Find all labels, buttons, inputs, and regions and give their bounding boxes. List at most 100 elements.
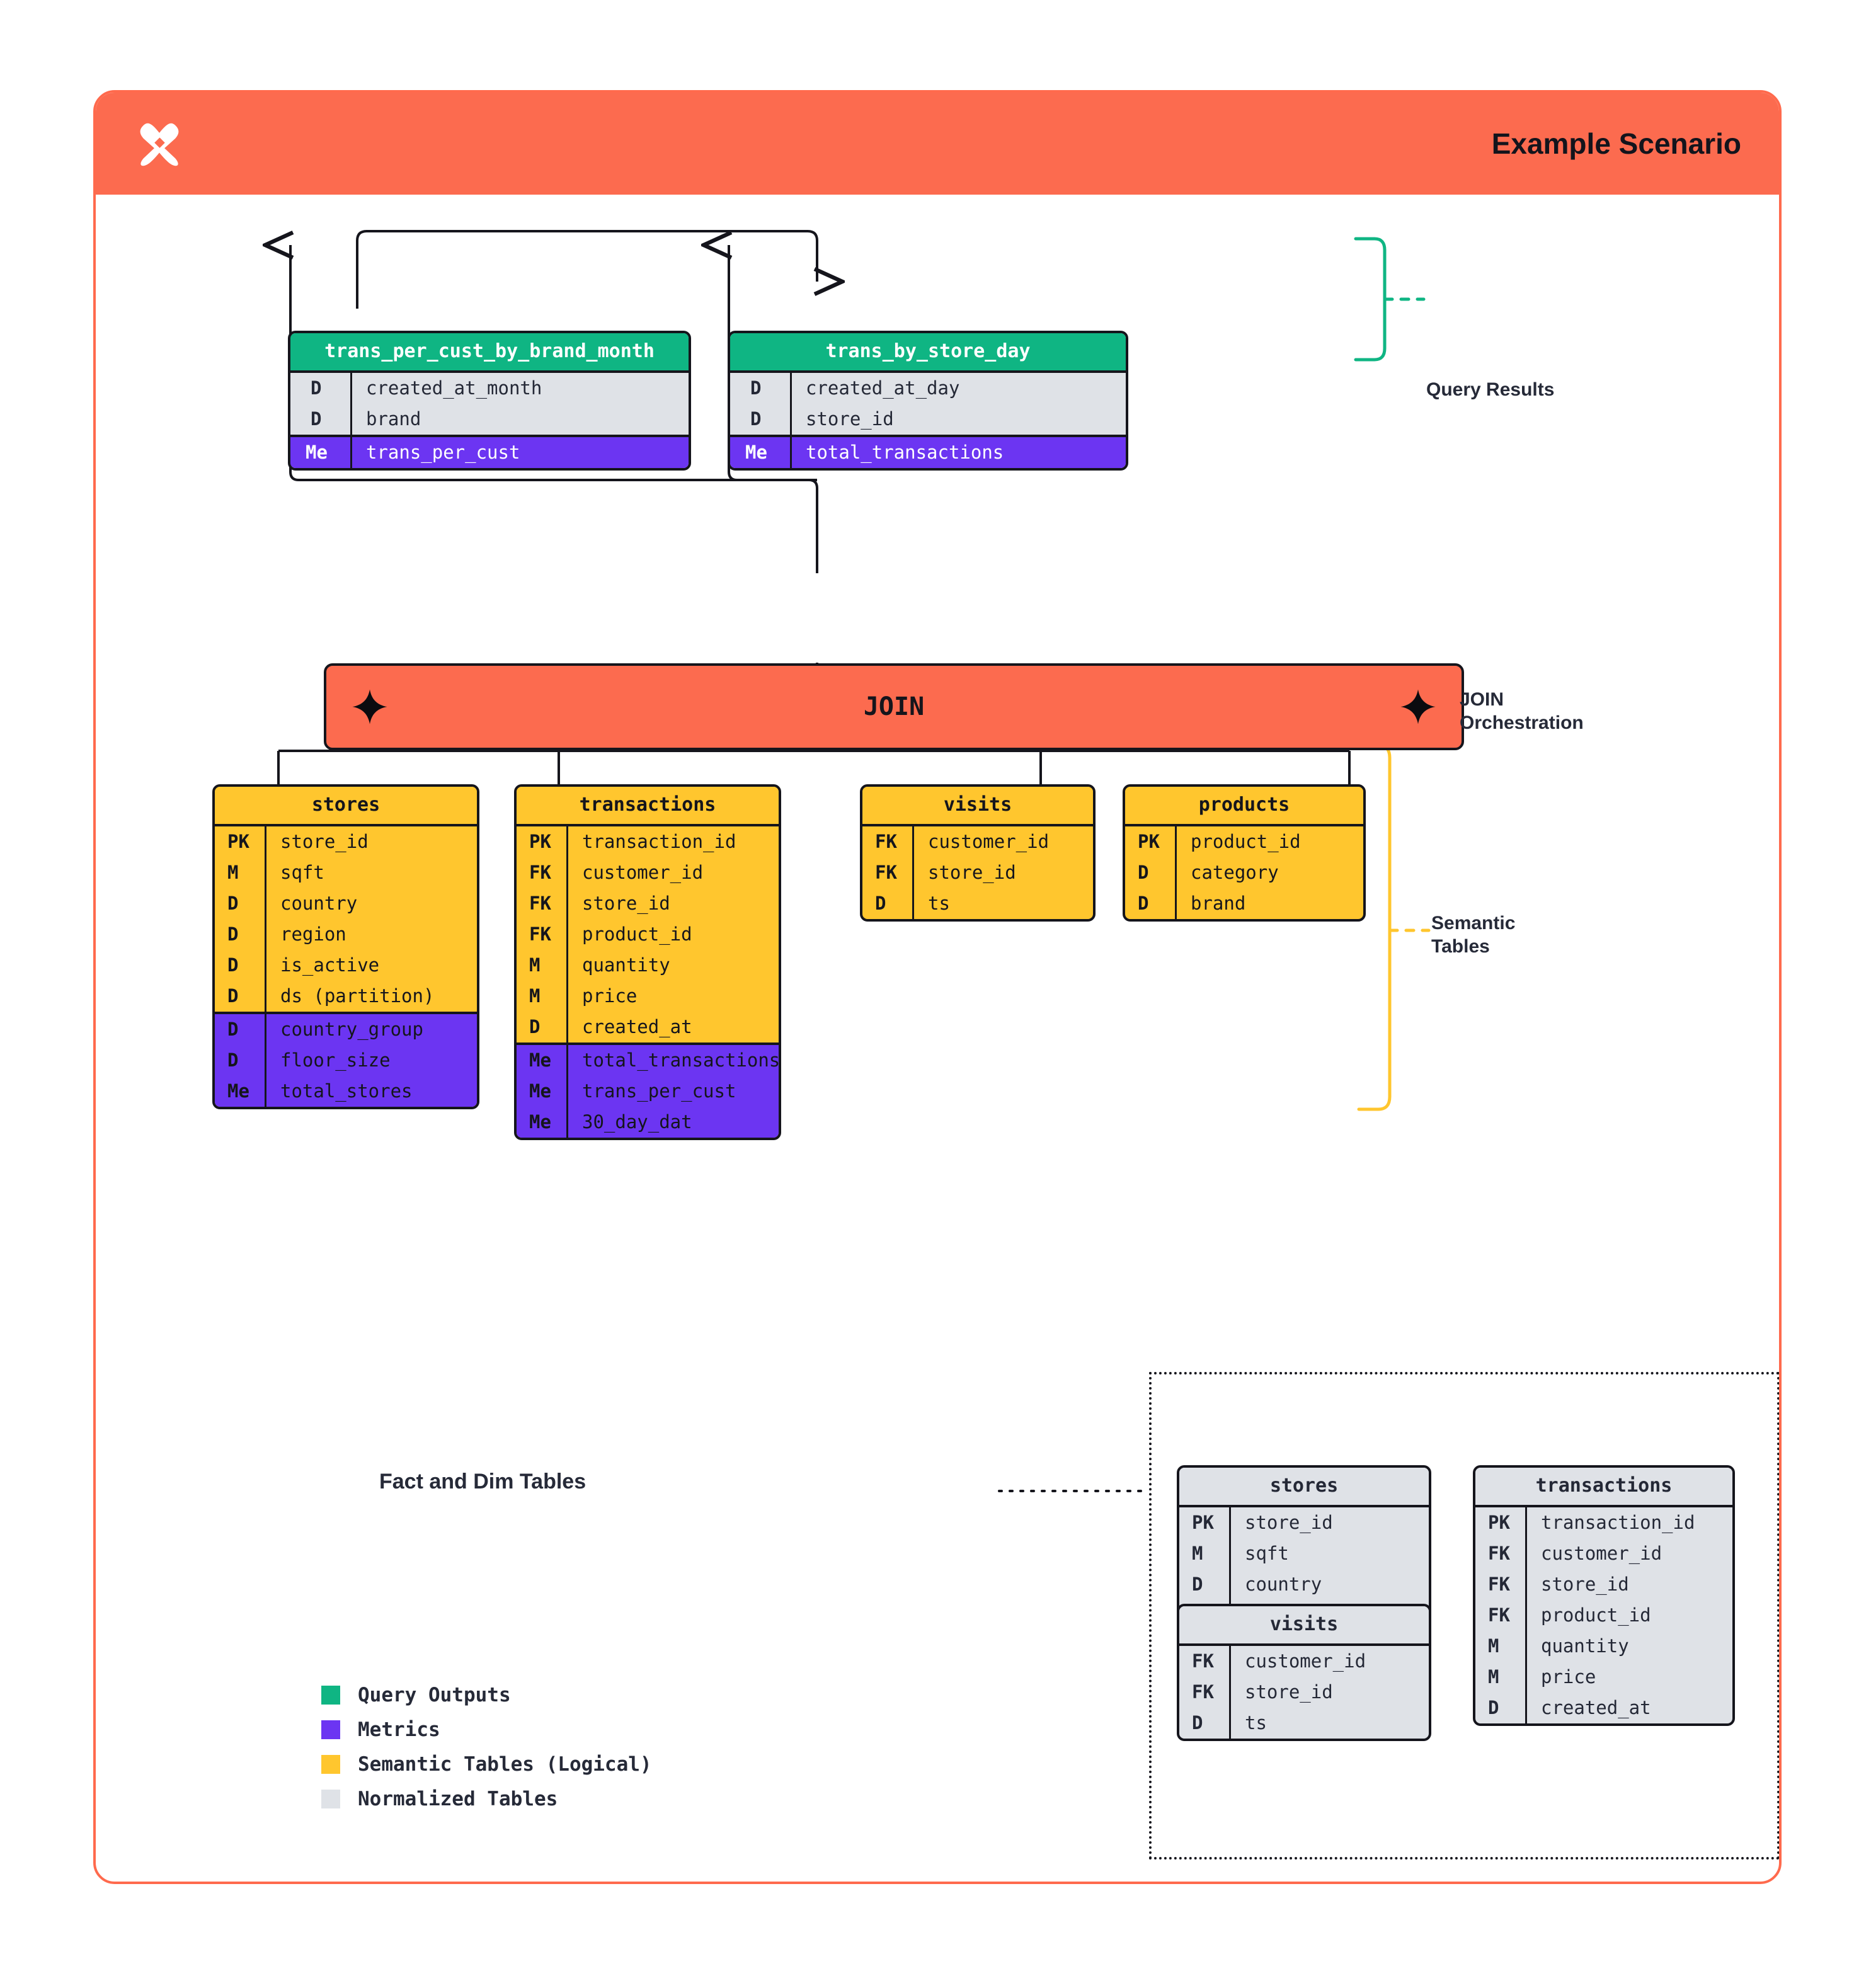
table-row: PK product_id — [1125, 826, 1363, 857]
legend-label: Normalized Tables — [358, 1787, 558, 1810]
column-kind: M — [1475, 1662, 1527, 1693]
table-row: Me total_transactions — [730, 437, 1126, 468]
column-name: store_id — [928, 862, 1016, 883]
column-kind: D — [517, 1012, 568, 1043]
legend-label: Semantic Tables (Logical) — [358, 1752, 652, 1776]
column-name: total_transactions — [582, 1049, 781, 1071]
semantic-tables-annotation: Semantic Tables — [1431, 911, 1515, 958]
column-kind: FK — [1179, 1677, 1231, 1708]
table-title: transactions — [517, 787, 779, 824]
column-kind: M — [1475, 1631, 1527, 1662]
column-kind: D — [1125, 857, 1177, 888]
column-name: store_id — [1541, 1574, 1629, 1595]
column-name: sqft — [280, 862, 324, 883]
column-name: store_id — [582, 893, 670, 914]
fact-dim-tables-annotation: Fact and Dim Tables — [379, 1470, 586, 1494]
column-kind: FK — [1475, 1600, 1527, 1631]
table-title: visits — [862, 787, 1093, 824]
query-results-annotation: Query Results — [1426, 379, 1555, 400]
column-name: 30_day_dat — [582, 1111, 692, 1133]
join-orchestration-bar[interactable]: JOIN — [324, 663, 1464, 750]
legend-swatch-semantic-tables — [321, 1755, 340, 1774]
table-row: FK store_id — [517, 888, 779, 919]
legend-swatch-query-outputs — [321, 1686, 340, 1705]
column-kind: D — [290, 404, 352, 435]
column-kind: D — [730, 404, 792, 435]
dimension-section: D created_at_day D store_id — [730, 370, 1126, 435]
column-name: ds (partition) — [280, 985, 435, 1007]
table-row: D created_at_day — [730, 373, 1126, 404]
column-kind: D — [1179, 1569, 1231, 1600]
column-name: store_id — [1245, 1681, 1333, 1703]
column-name: total_stores — [280, 1080, 413, 1102]
column-kind: PK — [1179, 1507, 1231, 1538]
semantic-annotation-line1: Semantic — [1431, 913, 1516, 934]
column-kind: M — [215, 857, 266, 888]
join-orchestration-annotation: JOIN Orchestration — [1460, 688, 1584, 734]
column-name: country_group — [280, 1019, 423, 1040]
column-kind: FK — [862, 826, 914, 857]
card-header: Example Scenario — [96, 93, 1779, 195]
scenario-card: Example Scenario — [93, 90, 1782, 1884]
column-kind: FK — [1179, 1646, 1231, 1677]
sparkle-icon — [1400, 689, 1436, 724]
table-title: transactions — [1475, 1468, 1732, 1505]
column-name: total_transactions — [806, 442, 1004, 463]
page-title: Example Scenario — [1491, 127, 1741, 160]
column-kind: M — [1179, 1538, 1231, 1569]
column-name: product_id — [1191, 831, 1301, 852]
column-kind: Me — [517, 1107, 568, 1138]
query-result-table-trans-per-cust-by-brand-month[interactable]: trans_per_cust_by_brand_month D created_… — [288, 331, 691, 471]
column-name: trans_per_cust — [582, 1080, 736, 1102]
column-kind: Me — [290, 437, 352, 468]
column-kind: D — [215, 981, 266, 1012]
legend-label: Query Outputs — [358, 1683, 511, 1706]
query-result-table-trans-by-store-day[interactable]: trans_by_store_day D created_at_day D st… — [728, 331, 1128, 471]
column-kind: PK — [1125, 826, 1177, 857]
column-name: created_at_month — [366, 377, 542, 399]
column-kind: FK — [517, 888, 568, 919]
column-kind: FK — [862, 857, 914, 888]
sparkle-icon — [352, 689, 387, 724]
column-name: country — [1245, 1574, 1322, 1595]
column-kind: D — [215, 919, 266, 950]
column-name: ts — [928, 893, 950, 914]
column-kind: D — [1179, 1708, 1231, 1739]
column-kind: D — [215, 1045, 266, 1076]
legend-item-normalized-tables: Normalized Tables — [321, 1788, 652, 1810]
column-kind: FK — [1475, 1538, 1527, 1569]
column-kind: D — [1125, 888, 1177, 919]
column-kind: FK — [1475, 1569, 1527, 1600]
column-name: transaction_id — [582, 831, 736, 852]
column-kind: M — [517, 981, 568, 1012]
column-kind: PK — [1475, 1507, 1527, 1538]
column-kind: Me — [517, 1045, 568, 1076]
table-title: visits — [1179, 1606, 1429, 1643]
